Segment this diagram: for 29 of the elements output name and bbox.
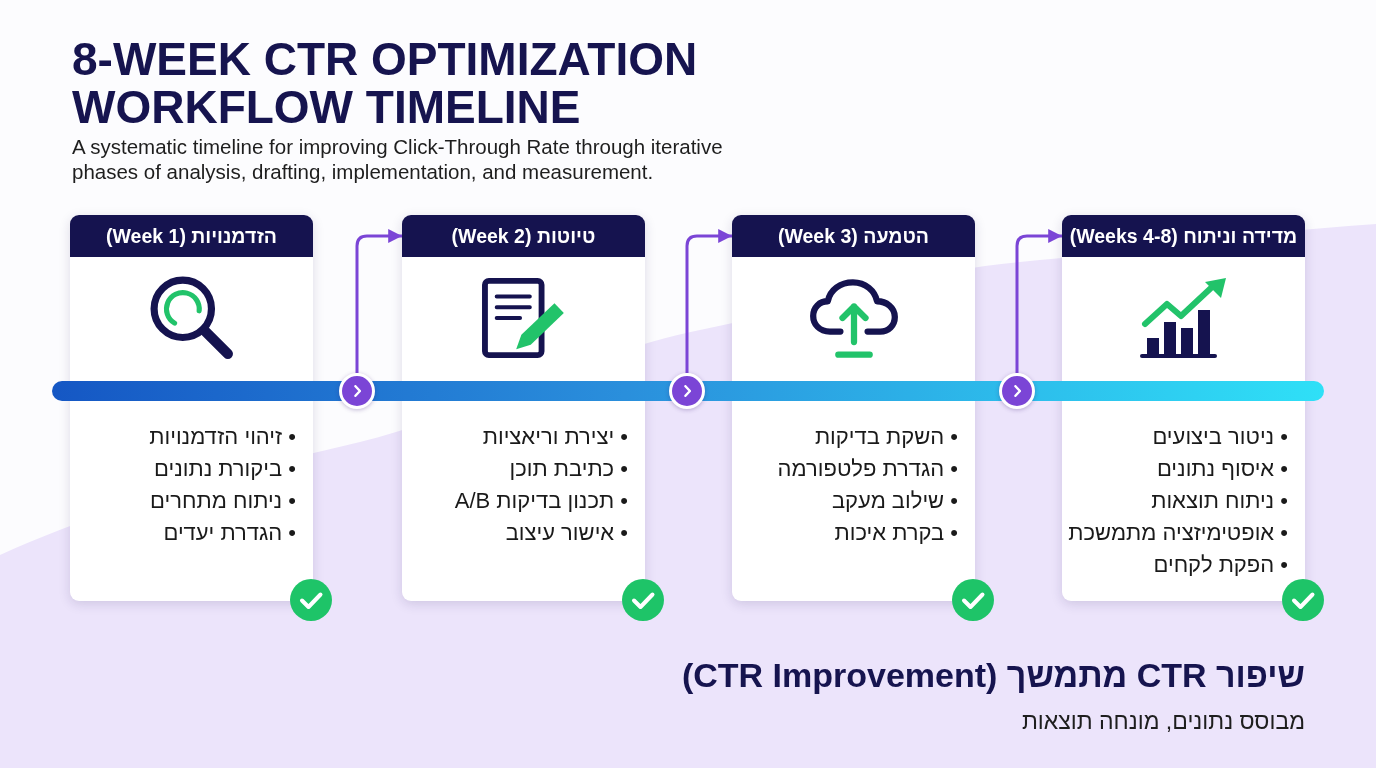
bullet-item: • שילוב מעקב <box>831 487 958 515</box>
bullet-item: • אישור עיצוב <box>505 519 628 547</box>
bullet-item: • בקרת איכות <box>834 519 958 547</box>
connector-arrow <box>1015 229 1062 373</box>
connector-arrow <box>355 229 402 373</box>
timeline-marker <box>339 373 375 409</box>
summary-text: מבוסס נתונים, מונחה תוצאות <box>1021 707 1305 735</box>
bullet-item: • זיהוי הזדמנויות <box>149 423 296 451</box>
summary-heading: שיפור CTR מתמשך (CTR Improvement) <box>681 655 1305 695</box>
title: 8-WEEK CTR OPTIMIZATION WORKFLOW TIMELINE <box>72 35 699 131</box>
phase-heading: טיוטות (Week 2) <box>402 215 645 257</box>
phase-heading: הזדמנויות (Week 1) <box>70 215 313 257</box>
bullet-item: • ניתוח תוצאות <box>1151 487 1288 515</box>
phase-heading: מדידה וניתוח (Weeks 4-8) <box>1062 215 1305 257</box>
phase-heading: הטמעה (Week 3) <box>732 215 975 257</box>
bullet-item: • הגדרת פלטפורמה <box>777 455 958 483</box>
bullet-item: • הפקת לקחים <box>1153 551 1288 579</box>
connector-arrow <box>685 229 732 373</box>
bullet-item: • אופטימיזציה מתמשכת <box>1068 519 1288 547</box>
subtitle: A systematic timeline for improving Click-Through Rate through iterative phases of analysis, drafting, implementation, and measurement. <box>72 134 724 184</box>
bullet-item: • יצירת וריאציות <box>482 423 628 451</box>
bullet-item: • הגדרת יעדים <box>163 519 296 547</box>
bullet-item: • ניטור ביצועים <box>1152 423 1288 451</box>
bullet-item: • השקת בדיקות <box>814 423 958 451</box>
bullet-item: • כתיבת תוכן <box>509 455 628 483</box>
bullet-item: • איסוף נתונים <box>1156 455 1288 483</box>
bullet-item: • תכנון בדיקות A/B <box>454 487 628 515</box>
bullet-item: • ניתוח מתחרים <box>150 487 296 515</box>
bullet-item: • ביקורת נתונים <box>153 455 296 483</box>
